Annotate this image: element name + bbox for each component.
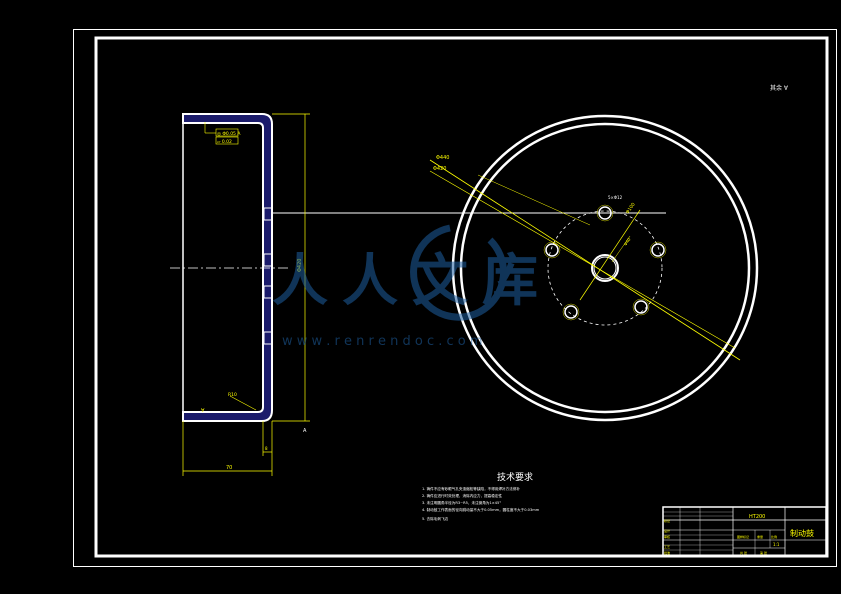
hole-note-label: 5×Φ12 (608, 195, 623, 200)
outer-dia-label: Φ440 (436, 155, 449, 161)
tolerance-frame-text: ◎ Φ0.05 A (217, 131, 241, 137)
part-name-label: 制动鼓 (790, 528, 814, 538)
watermark-url: w w w . r e n r e n d o c . c o m (282, 334, 483, 349)
bolt-circle-label: Φ100 (625, 202, 637, 215)
tb-label-12: 比例 (771, 534, 777, 539)
flatness-frame-text: ▱ 0.02 (217, 139, 232, 145)
tb-label-0: 标记 (664, 518, 670, 523)
title-block: HT200 制动鼓 1:1 标记 设计 审核 工艺 批准 图样标记 重量 比例 … (662, 506, 827, 557)
chamfer-label: R10 (228, 392, 237, 398)
height-dim-label: Φ420 (297, 259, 303, 272)
depth-dim-label: 70 (226, 465, 232, 471)
side-section-view: Φ420 70 8 ◎ Φ0.05 A ▱ 0.02 R10 A ∀ (170, 113, 666, 476)
scale-label: 1:1 (773, 542, 780, 547)
tech-req-item-2: 2. 铸件应进行时效处理，消除内应力，提高稳定性 (422, 493, 502, 498)
tb-label-6: 设计 (664, 528, 670, 533)
watermark-brand: 人人文库 (272, 249, 552, 314)
roughness-note: 其余 ∀ (770, 84, 789, 92)
front-circular-view: Φ440 Φ420 5×Φ12 Φ100 Φ40 (429, 114, 759, 422)
tech-requirements-title: 技术要求 (497, 471, 533, 483)
watermark: 人人文库 w w w . r e n r e n d o c . c o m (272, 224, 552, 349)
tech-requirements: 技术要求 1. 铸件不应有砂眼气孔夹渣缩松等缺陷，不得用焊补方法修补 2. 铸件… (422, 471, 540, 521)
tb-label-10: 图样标记 (737, 534, 749, 539)
tolerance-frame (215, 128, 239, 137)
small-roughness-mark: ∀ (201, 408, 205, 414)
datum-label: A (303, 428, 307, 434)
flatness-frame (215, 136, 239, 145)
tech-req-item-4: 4. 制动鼓工作表面的径向跳动量不大于0.05mm，圆柱度不大于0.03mm (422, 507, 540, 512)
inner-frame (94, 36, 829, 558)
tech-req-item-1: 1. 铸件不应有砂眼气孔夹渣缩松等缺陷，不得用焊补方法修补 (422, 486, 520, 491)
outer-frame (73, 29, 837, 567)
center-hole-label: Φ40 (623, 237, 632, 247)
tech-req-item-5: 5. 去除毛刺飞边 (422, 516, 449, 521)
tb-label-14: 第 张 (760, 550, 767, 555)
tb-label-9: 批准 (664, 550, 670, 555)
tb-label-8: 工艺 (664, 544, 670, 549)
inner-dia-label: Φ420 (433, 166, 446, 172)
tb-label-11: 重量 (757, 534, 763, 539)
tb-label-7: 审核 (664, 534, 670, 539)
tech-req-item-3: 3. 未注明圆角半径为R3~R5，未注倒角为1×45° (422, 500, 501, 505)
bottom-dim-label: 8 (265, 446, 268, 451)
tb-label-13: 共 张 (740, 550, 747, 555)
material-label: HT200 (749, 514, 765, 520)
